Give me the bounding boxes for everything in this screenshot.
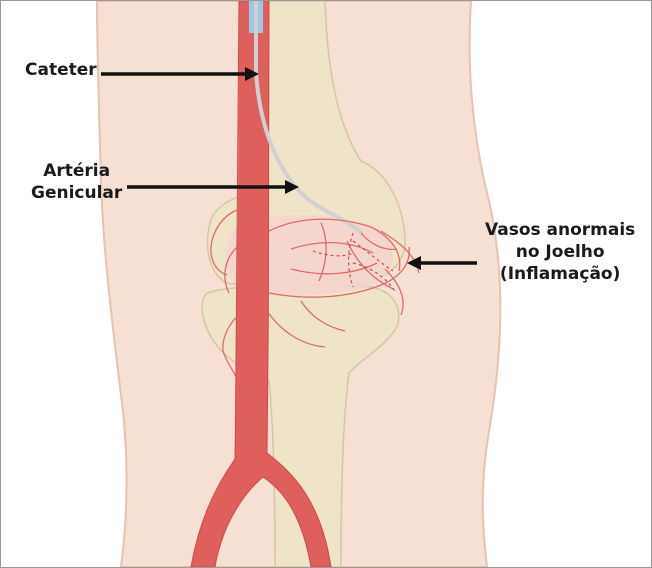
label-arteria-line1: Artéria xyxy=(43,161,111,181)
label-cateter-text: Cateter xyxy=(25,60,97,80)
label-vasos-anormais: Vasos anormais no Joelho (Inflamação) xyxy=(485,219,635,285)
label-arteria-genicular: Artéria Genicular xyxy=(31,160,122,204)
arrow-arteria xyxy=(127,180,299,194)
arrow-cateter xyxy=(101,67,259,81)
catheter-line xyxy=(254,1,363,235)
arrow-vasos xyxy=(407,256,477,270)
abnormal-vessels xyxy=(210,207,420,388)
contrast-vessels xyxy=(312,232,396,292)
label-vasos-line1: Vasos anormais xyxy=(485,220,636,240)
label-arteria-line2: Genicular xyxy=(31,183,123,203)
label-vasos-line2: no Joelho xyxy=(515,242,605,262)
label-vasos-line3: (Inflamação) xyxy=(499,264,621,284)
label-cateter: Cateter xyxy=(25,59,97,81)
